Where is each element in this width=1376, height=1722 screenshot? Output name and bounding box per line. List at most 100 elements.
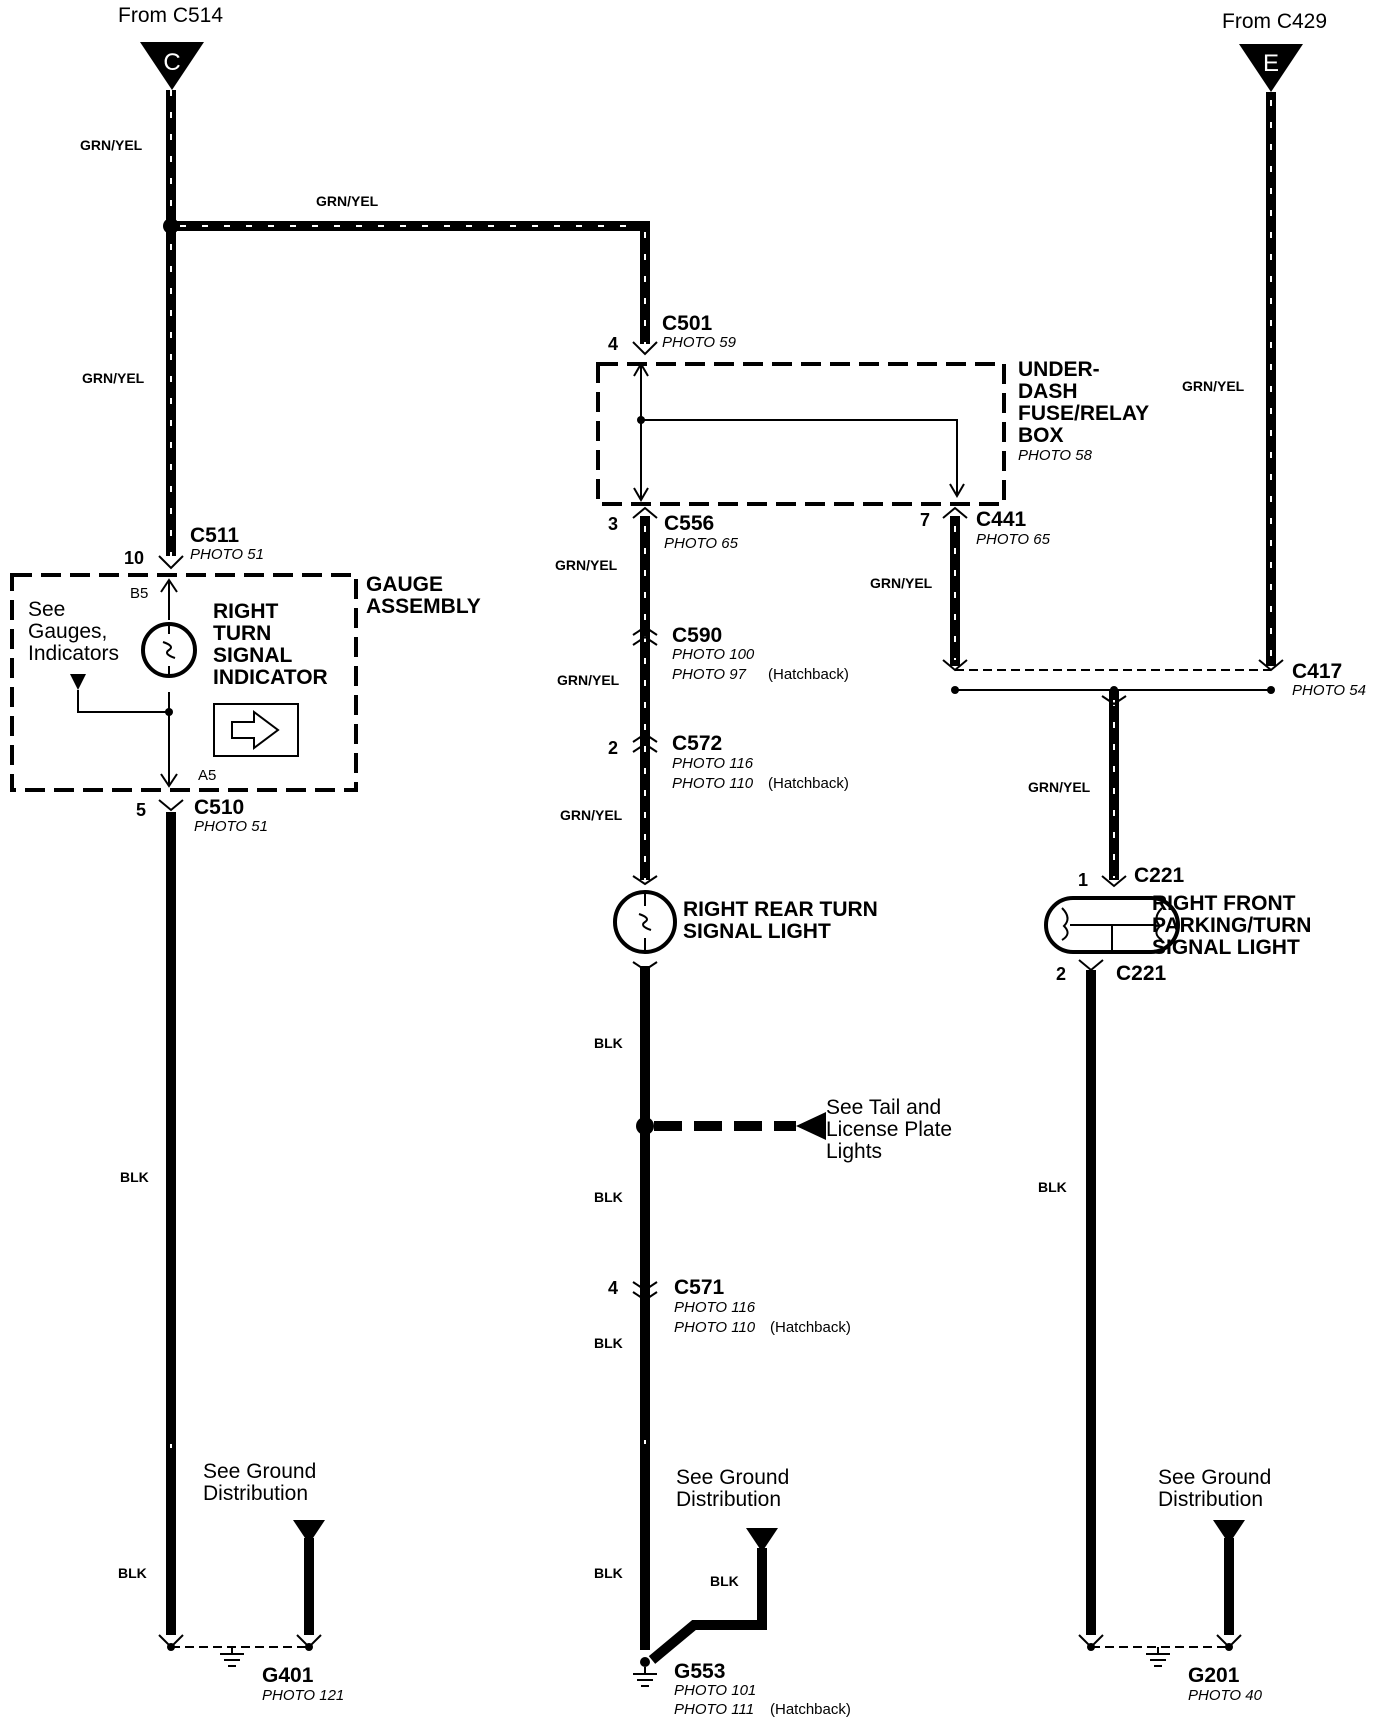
wire-label-blk: BLK <box>594 1189 623 1205</box>
connector-name: C556 <box>664 512 714 535</box>
connector-photo: PHOTO 110 <box>674 1319 756 1336</box>
connector-name: C511 <box>190 524 239 547</box>
fuse-box-outline <box>596 362 1006 506</box>
tail-ref-arrow-icon <box>796 1112 826 1140</box>
see-tail-lights-ref: Lights <box>826 1140 882 1163</box>
connector-photo: PHOTO 65 <box>976 531 1051 548</box>
light-name: SIGNAL LIGHT <box>683 920 831 943</box>
fuse-box-photo: PHOTO 58 <box>1018 447 1093 464</box>
indicator-name: TURN <box>213 622 271 645</box>
right-ground-path: See Ground Distribution G201 PHOTO 40 <box>1078 970 1271 1704</box>
ground-photo: PHOTO 101 <box>674 1682 756 1699</box>
source-c429: From C429 E <box>1222 10 1327 92</box>
ground-ref-arrow-icon <box>1213 1520 1245 1544</box>
source-left-label: From C514 <box>118 4 223 27</box>
ground-icon <box>1146 1647 1170 1667</box>
wire-label-grn-yel: GRN/YEL <box>870 575 933 591</box>
connector-photo: PHOTO 65 <box>664 535 739 552</box>
light-name: RIGHT REAR TURN <box>683 898 878 921</box>
pin-number: 1 <box>1078 870 1088 890</box>
splice-tail-lights <box>636 1117 654 1135</box>
connector-name: C221 <box>1134 864 1185 887</box>
pin-number: 3 <box>608 514 618 534</box>
indicator-name: INDICATOR <box>213 666 328 689</box>
pin-label-a5: A5 <box>198 767 216 784</box>
light-name: PARKING/TURN <box>1152 914 1311 937</box>
pin-number: 10 <box>124 548 144 568</box>
connector-c511: 10 C511 PHOTO 51 <box>124 524 264 570</box>
connector-photo: PHOTO 100 <box>672 646 755 663</box>
left-ground-path: See Ground Distribution G401 PHOTO 121 <box>158 812 344 1704</box>
connector-photo: PHOTO 116 <box>672 755 754 772</box>
ground-ref-arrow-icon <box>293 1520 325 1544</box>
connector-c556: 3 C556 PHOTO 65 <box>608 506 739 552</box>
see-ground-ref: See Ground <box>203 1460 316 1483</box>
pin-number: 2 <box>1056 964 1066 984</box>
wire-label-blk: BLK <box>594 1335 623 1351</box>
connector-name: C590 <box>672 624 722 647</box>
pin-number: 4 <box>608 334 618 354</box>
wire-label-grn-yel: GRN/YEL <box>82 370 145 386</box>
see-tail-lights-ref: License Plate <box>826 1118 952 1141</box>
connector-c501: 4 C501 PHOTO 59 <box>608 312 737 356</box>
gauge-assembly-title: ASSEMBLY <box>366 595 481 618</box>
wire-label-grn-yel: GRN/YEL <box>316 193 379 209</box>
connector-name: C501 <box>662 312 713 335</box>
see-gauges-ref: Indicators <box>28 642 119 665</box>
fuse-box-name: BOX <box>1018 424 1064 447</box>
connector-note: (Hatchback) <box>768 775 849 792</box>
fuse-box-name: FUSE/RELAY <box>1018 402 1149 425</box>
connector-name: C510 <box>194 796 244 819</box>
connector-photo: PHOTO 59 <box>662 334 737 351</box>
ground-note: (Hatchback) <box>770 1701 851 1718</box>
right-front-parking-turn-signal-light: 1 C221 2 C221 RIGHT FRONT PARKING/TURN S… <box>1044 864 1311 985</box>
connector-photo: PHOTO 51 <box>194 818 268 835</box>
see-ground-ref: See Ground <box>676 1466 789 1489</box>
source-right-triangle <box>1239 44 1303 92</box>
wire-blk-middle-ref <box>648 1548 767 1664</box>
wire-label-blk: BLK <box>120 1169 149 1185</box>
indicator-name: RIGHT <box>213 600 279 623</box>
connector-name: C441 <box>976 508 1027 531</box>
wire-label-blk: BLK <box>594 1565 623 1581</box>
wire-label-grn-yel: GRN/YEL <box>80 137 143 153</box>
ground-photo: PHOTO 121 <box>262 1687 344 1704</box>
arrow-symbol-box <box>213 703 299 757</box>
ground-icon <box>220 1647 244 1667</box>
connector-c441: 7 C441 PHOTO 65 <box>920 506 1051 548</box>
ground-icon <box>633 1667 657 1687</box>
light-name: RIGHT FRONT <box>1152 892 1296 915</box>
wire-label-blk: BLK <box>1038 1179 1067 1195</box>
see-gauges-ref: Gauges, <box>28 620 107 643</box>
ground-name: G553 <box>674 1660 725 1683</box>
fuse-relay-box: UNDER- DASH FUSE/RELAY BOX PHOTO 58 <box>596 358 1149 506</box>
pin-number: 5 <box>136 800 146 820</box>
source-left-symbol: C <box>163 49 180 76</box>
see-ground-ref: Distribution <box>676 1488 781 1511</box>
connector-name: C572 <box>672 732 722 755</box>
ground-photo: PHOTO 111 <box>674 1701 754 1718</box>
wire-label-blk: BLK <box>710 1573 739 1589</box>
wire-label-blk: BLK <box>118 1565 147 1581</box>
ground-name: G201 <box>1188 1664 1240 1687</box>
connector-photo: PHOTO 97 <box>672 666 747 683</box>
right-rear-turn-signal-light: RIGHT REAR TURN SIGNAL LIGHT <box>613 875 878 972</box>
ground-photo: PHOTO 40 <box>1188 1687 1263 1704</box>
connector-note: (Hatchback) <box>770 1319 851 1336</box>
source-right-symbol: E <box>1263 50 1279 77</box>
ref-arrow-icon <box>70 674 86 690</box>
connector-c510: 5 C510 PHOTO 51 <box>136 796 268 835</box>
fuse-box-name: UNDER- <box>1018 358 1100 381</box>
see-gauges-ref: See <box>28 598 65 621</box>
middle-ground-path: See Tail and License Plate Lights 4 C571… <box>608 966 952 1718</box>
gauge-assembly-outline <box>10 573 358 792</box>
wire-label-blk: BLK <box>594 1035 623 1051</box>
pin-number: 2 <box>608 738 618 758</box>
connector-name: C417 <box>1292 660 1342 683</box>
pin-number: 7 <box>920 510 930 530</box>
right-arrow-icon <box>231 710 280 750</box>
pin-label-b5: B5 <box>130 585 148 602</box>
wire-label-grn-yel: GRN/YEL <box>1182 378 1245 394</box>
connector-note: (Hatchback) <box>768 666 849 683</box>
connector-photo: PHOTO 110 <box>672 775 754 792</box>
